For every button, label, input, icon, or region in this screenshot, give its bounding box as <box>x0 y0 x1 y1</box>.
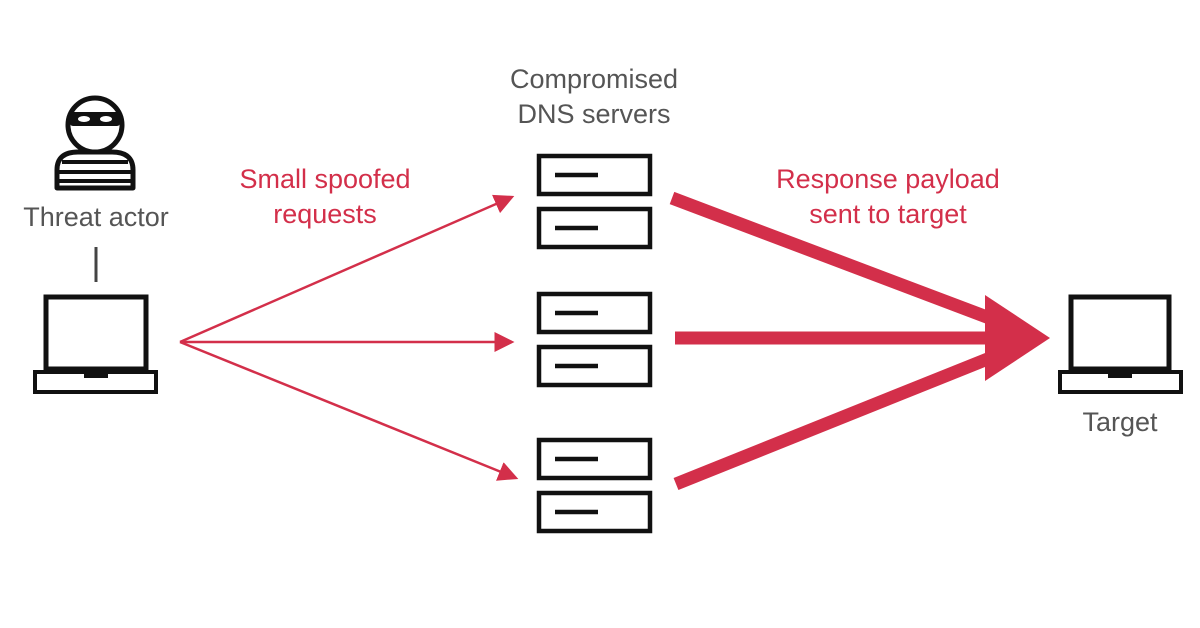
laptop-icon <box>33 294 158 394</box>
requests-label: Small spoofed requests <box>200 162 450 232</box>
request-arrows <box>179 194 519 481</box>
target-label: Target <box>1082 407 1158 437</box>
response-arrow-bottom <box>673 347 1003 491</box>
response-label-line-2: sent to target <box>809 199 967 229</box>
masked-person-icon <box>54 95 136 191</box>
servers-label-line-2: DNS servers <box>517 99 671 129</box>
response-arrowhead <box>985 295 1050 381</box>
requests-label-line-2: requests <box>273 199 377 229</box>
requests-label-line-1: Small spoofed <box>239 164 411 194</box>
response-arrow-top <box>669 191 1003 329</box>
server-icon <box>536 437 653 534</box>
server-icon <box>536 291 653 388</box>
threat-actor-label: Threat actor <box>23 202 169 232</box>
servers-label-line-1: Compromised <box>509 64 679 94</box>
response-label: Response payload sent to target <box>740 162 1036 232</box>
laptop-icon <box>1058 294 1183 394</box>
servers-label: Compromised DNS servers <box>474 62 714 132</box>
response-label-line-1: Response payload <box>776 164 1000 194</box>
request-arrow-top <box>179 194 515 344</box>
request-arrow-bottom <box>179 340 519 481</box>
response-arrows <box>669 191 1050 491</box>
server-icon <box>536 153 653 250</box>
